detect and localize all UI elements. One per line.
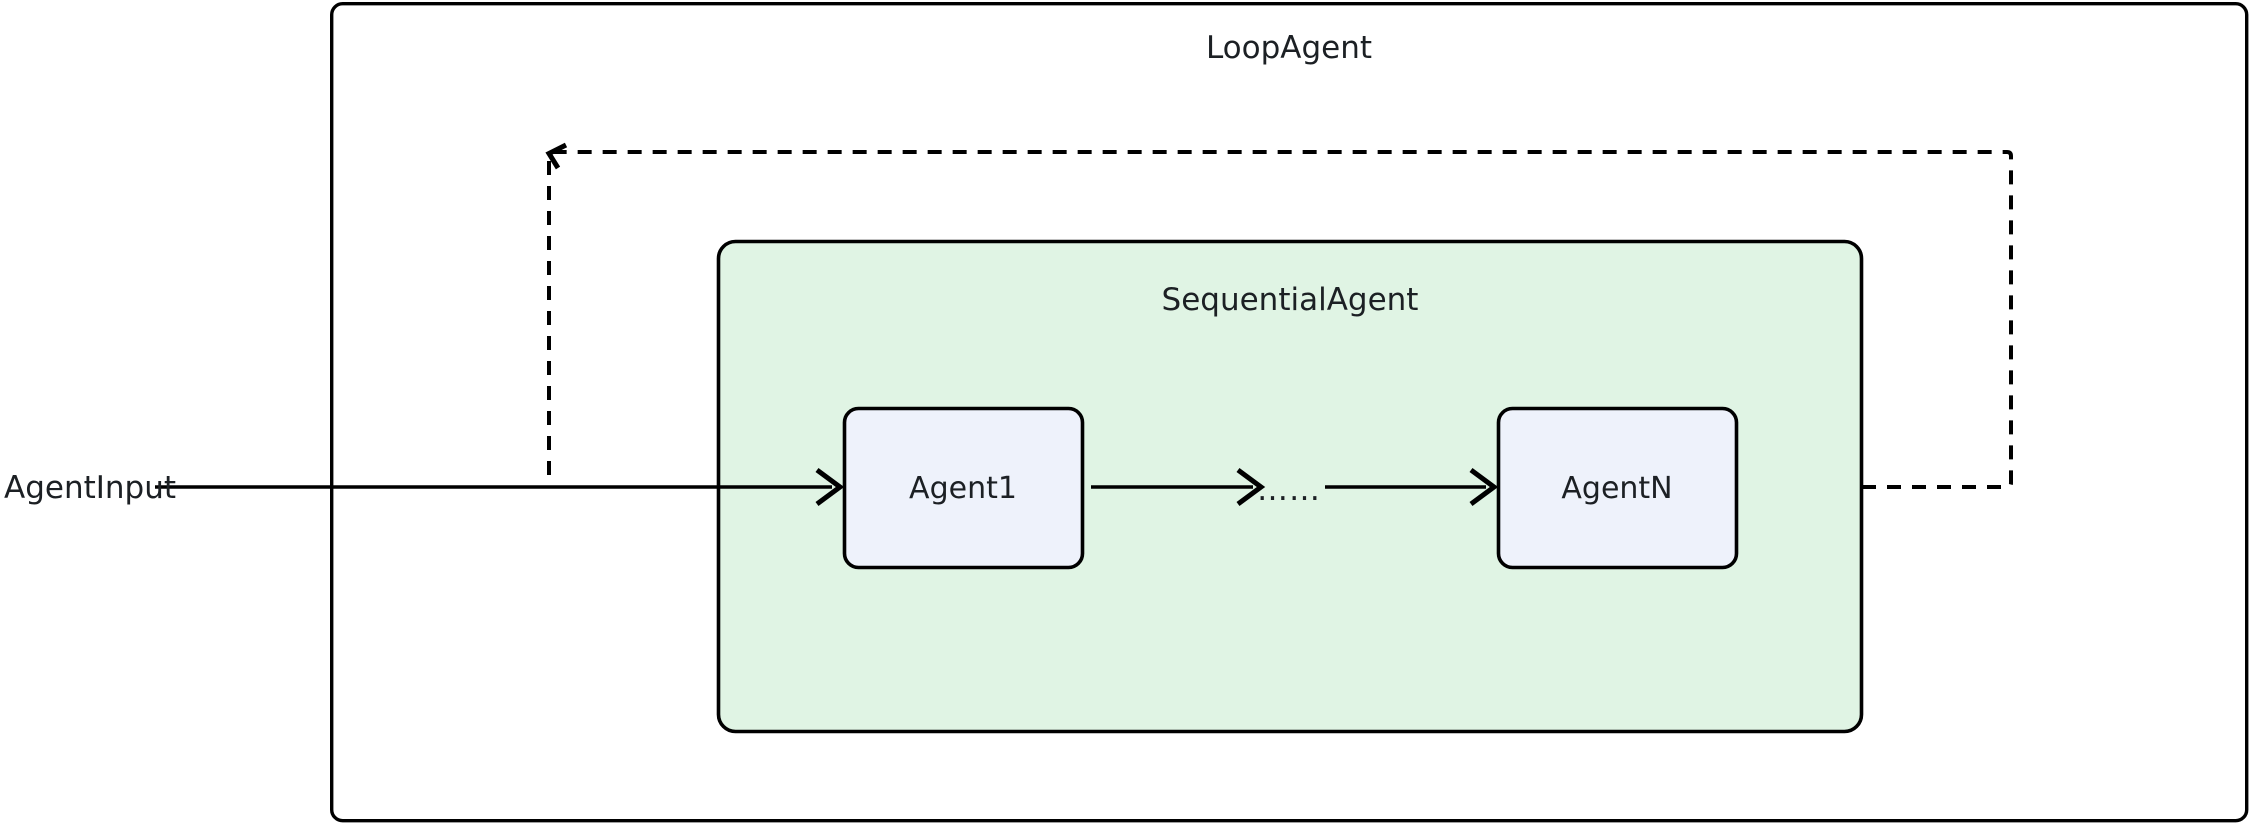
loop-back-arrowhead-icon (545, 142, 568, 170)
loop-back-dashed-edge (547, 150, 2013, 489)
agent-input-label: AgentInput (4, 470, 176, 506)
ellipsis-to-agentn-arrowhead-icon (1469, 467, 1499, 507)
sequential-agent-label: SequentialAgent (1162, 282, 1419, 318)
agent-input-arrowhead-icon (815, 467, 845, 507)
node-agent1[interactable] (842, 406, 1085, 570)
loop-agent-label: LoopAgent (1206, 30, 1372, 66)
ellipsis-label: …… (1257, 472, 1321, 508)
node-agentn-label: AgentN (1561, 471, 1672, 506)
agent1-to-ellipsis-arrowhead-icon (1236, 467, 1266, 507)
node-agentn[interactable] (1496, 406, 1739, 570)
node-agent1-label: Agent1 (909, 471, 1017, 506)
